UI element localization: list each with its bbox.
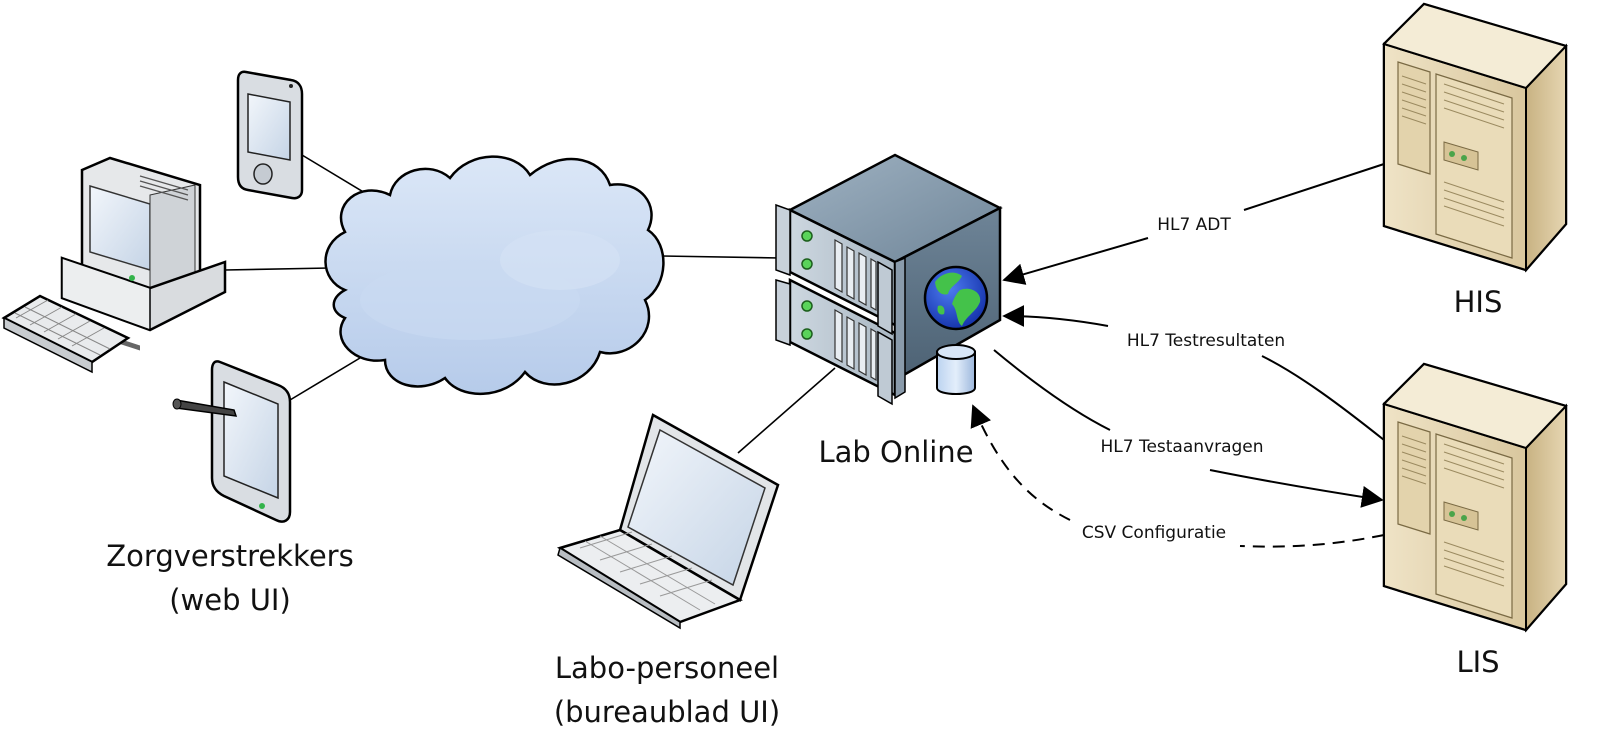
desktop-computer-icon xyxy=(1,156,227,374)
hl7-testresultaten-label: HL7 Testresultaten xyxy=(1127,331,1285,351)
globe-icon xyxy=(923,265,989,331)
network-cloud xyxy=(324,155,665,396)
link-cloud-server xyxy=(661,255,781,259)
his-label: HIS xyxy=(1454,285,1503,319)
data-flows xyxy=(973,163,1385,548)
pda-device-icon xyxy=(236,70,304,200)
flow-hl7-testaanvragen xyxy=(993,349,1382,500)
database-icon xyxy=(936,344,976,395)
csv-configuratie-label: CSV Configuratie xyxy=(1082,523,1226,543)
lab-online-label: Lab Online xyxy=(818,435,973,469)
zorgverstrekkers-label: Zorgverstrekkers xyxy=(106,539,353,573)
flow-hl7-testresultaten xyxy=(1004,316,1385,441)
labo-personeel-label: Labo-personeel xyxy=(555,651,779,685)
node-labels: Zorgverstrekkers (web UI) Labo-personeel… xyxy=(106,285,1502,729)
his-server-icon xyxy=(1382,2,1568,273)
zorgverstrekkers-sublabel: (web UI) xyxy=(169,583,291,617)
lis-server-icon xyxy=(1382,362,1568,633)
lab-online-server-icon xyxy=(775,153,1003,406)
hl7-testaanvragen-label: HL7 Testaanvragen xyxy=(1100,437,1263,457)
flow-hl7-adt xyxy=(1004,163,1385,280)
flow-csv-configuratie xyxy=(973,406,1385,548)
link-tablet-cloud xyxy=(289,357,361,401)
labo-personeel-sublabel: (bureaublad UI) xyxy=(554,695,780,729)
lis-label: LIS xyxy=(1456,645,1499,679)
link-desktop-cloud xyxy=(224,267,331,271)
link-laptop-server xyxy=(737,367,836,454)
laptop-icon xyxy=(556,413,780,630)
hl7-adt-label: HL7 ADT xyxy=(1157,215,1231,235)
tablet-device-icon xyxy=(172,360,292,523)
edge-labels: HL7 ADT HL7 Testresultaten HL7 Testaanvr… xyxy=(1082,215,1285,543)
